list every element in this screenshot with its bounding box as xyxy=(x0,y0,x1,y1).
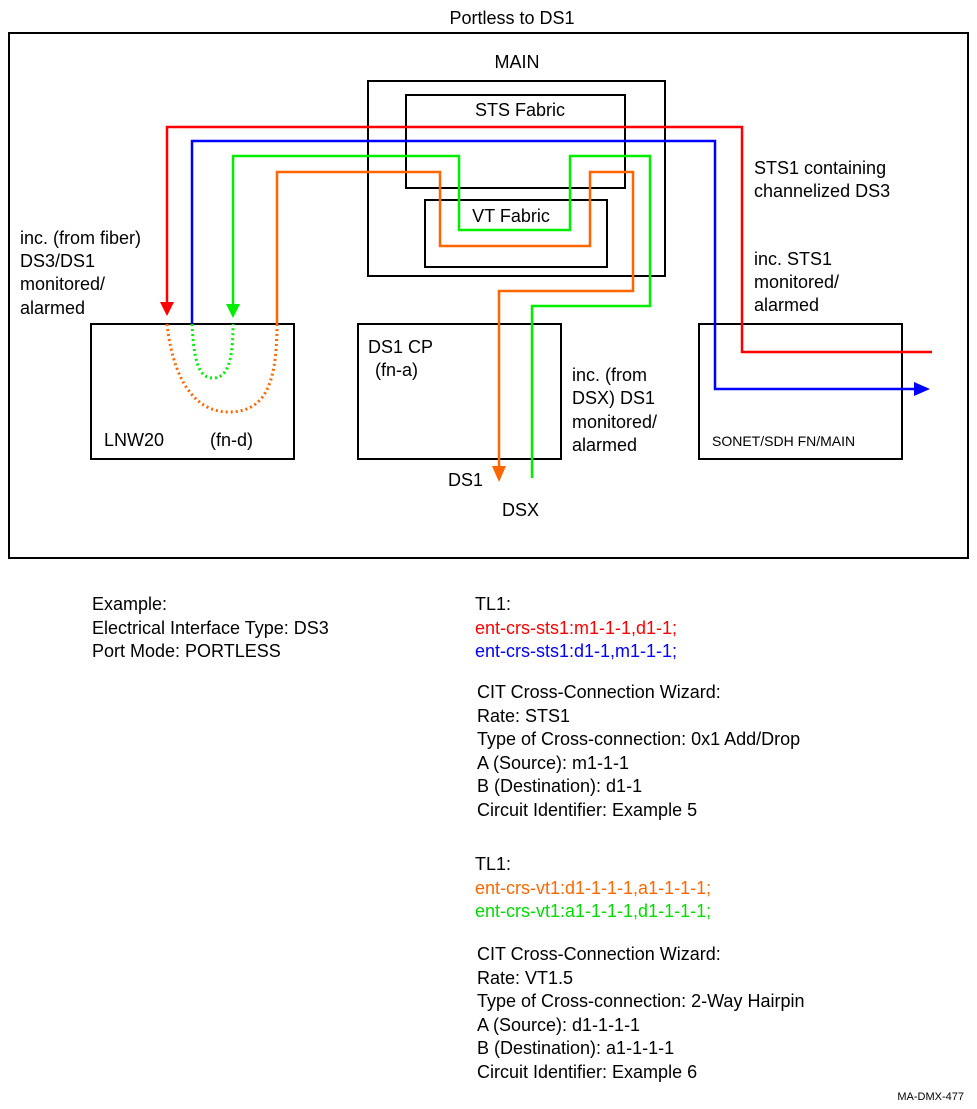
annotation-dsx-line: alarmed xyxy=(572,435,637,455)
red-sts1-path xyxy=(165,125,932,354)
example-block: Example: Electrical Interface Type: DS3 … xyxy=(92,593,329,664)
orange-vt-path xyxy=(275,170,635,468)
annotation-left: inc. (from fiber) DS3/DS1 monitored/ ala… xyxy=(20,228,146,318)
example-interface-type: Electrical Interface Type: DS3 xyxy=(92,617,329,638)
outer-frame xyxy=(8,32,969,559)
wizard-type: Type of Cross-connection: 0x1 Add/Drop xyxy=(477,729,801,749)
lnw20-label: LNW20 xyxy=(104,430,164,450)
tl1-command-red: ent-crs-sts1:m1-1-1,d1-1; xyxy=(475,617,678,638)
orange-dotted-hairpin xyxy=(165,323,279,414)
annotation-dsx-line: inc. (from xyxy=(572,365,647,385)
wizard-type: Type of Cross-connection: 2-Way Hairpin xyxy=(477,991,805,1011)
wizard-block-1: CIT Cross-Connection Wizard: Rate: STS1 … xyxy=(477,681,800,822)
diagram-title: Portless to DS1 xyxy=(449,8,574,28)
annotation-left-line: inc. (from fiber) xyxy=(20,228,141,248)
annotation-sts1-line: channelized DS3 xyxy=(754,181,890,201)
lnw20-fn-label: (fn-d) xyxy=(210,430,253,450)
wizard-circuit: Circuit Identifier: Example 5 xyxy=(477,799,698,820)
main-label: MAIN xyxy=(495,52,540,72)
wizard-destination: B (Destination): a1-1-1-1 xyxy=(477,1038,675,1058)
tl1-block-1: TL1: ent-crs-sts1:m1-1-1,d1-1; ent-crs-s… xyxy=(475,593,677,664)
annotation-inc-sts1-line: alarmed xyxy=(754,295,819,315)
tl1-block-2: TL1: ent-crs-vt1:d1-1-1-1,a1-1-1-1; ent-… xyxy=(475,853,711,924)
wizard-rate: Rate: VT1.5 xyxy=(477,967,574,988)
wizard-destination: B (Destination): d1-1 xyxy=(477,776,643,796)
ds1-cp-fn-label: (fn-a) xyxy=(375,360,418,380)
annotation-dsx: inc. (from DSX) DS1 monitored/ alarmed xyxy=(572,365,662,455)
wizard-source: A (Source): m1-1-1 xyxy=(477,752,630,773)
tl1-heading: TL1: xyxy=(475,854,512,874)
ds1-cp-box xyxy=(357,323,562,460)
annotation-inc-sts1: inc. STS1 monitored/ alarmed xyxy=(754,249,844,315)
green-vt-path xyxy=(231,154,652,478)
wizard-circuit: Circuit Identifier: Example 6 xyxy=(477,1061,698,1082)
annotation-left-line: monitored/ xyxy=(20,274,105,294)
annotation-inc-sts1-line: inc. STS1 xyxy=(754,249,832,269)
blue-arrowhead xyxy=(914,382,930,396)
wizard-source: A (Source): d1-1-1-1 xyxy=(477,1014,641,1035)
ds1-cp-label: DS1 CP xyxy=(368,337,433,357)
figure-id: MA-DMX-477 xyxy=(897,1091,964,1103)
blue-sts1-path xyxy=(190,139,916,391)
wizard-heading: CIT Cross-Connection Wizard: xyxy=(477,944,721,964)
vt-fabric-label: VT Fabric xyxy=(472,206,550,226)
sonet-box xyxy=(698,323,903,460)
sonet-label: SONET/SDH FN/MAIN xyxy=(712,433,855,449)
wizard-heading: CIT Cross-Connection Wizard: xyxy=(477,682,721,702)
green-arrowhead xyxy=(226,304,240,318)
example-heading: Example: xyxy=(92,594,168,614)
annotation-dsx-line: monitored/ xyxy=(572,412,657,432)
annotation-left-line: alarmed xyxy=(20,298,85,318)
annotation-sts1-containing: STS1 containing channelized DS3 xyxy=(754,158,891,201)
wizard-rate: Rate: STS1 xyxy=(477,705,571,726)
sts-fabric-label: STS Fabric xyxy=(475,100,565,120)
wizard-block-2: CIT Cross-Connection Wizard: Rate: VT1.5… xyxy=(477,943,804,1084)
example-port-mode: Port Mode: PORTLESS xyxy=(92,641,281,661)
annotation-dsx-line: DSX) DS1 xyxy=(572,388,655,408)
tl1-command-orange: ent-crs-vt1:d1-1-1-1,a1-1-1-1; xyxy=(475,877,712,898)
orange-arrowhead xyxy=(492,466,506,482)
dsx-label: DSX xyxy=(502,500,539,520)
tl1-command-blue: ent-crs-sts1:d1-1,m1-1-1; xyxy=(475,641,678,661)
annotation-sts1-line: STS1 containing xyxy=(754,158,886,178)
tl1-heading: TL1: xyxy=(475,594,512,614)
tl1-command-green: ent-crs-vt1:a1-1-1-1,d1-1-1-1; xyxy=(475,901,712,921)
vt-fabric-box xyxy=(424,199,608,268)
red-arrowhead xyxy=(160,302,174,316)
annotation-left-line: DS3/DS1 xyxy=(20,251,95,271)
annotation-inc-sts1-line: monitored/ xyxy=(754,272,839,292)
ds1-label: DS1 xyxy=(448,470,483,490)
main-box xyxy=(367,80,666,277)
green-dotted-hairpin xyxy=(190,323,235,380)
